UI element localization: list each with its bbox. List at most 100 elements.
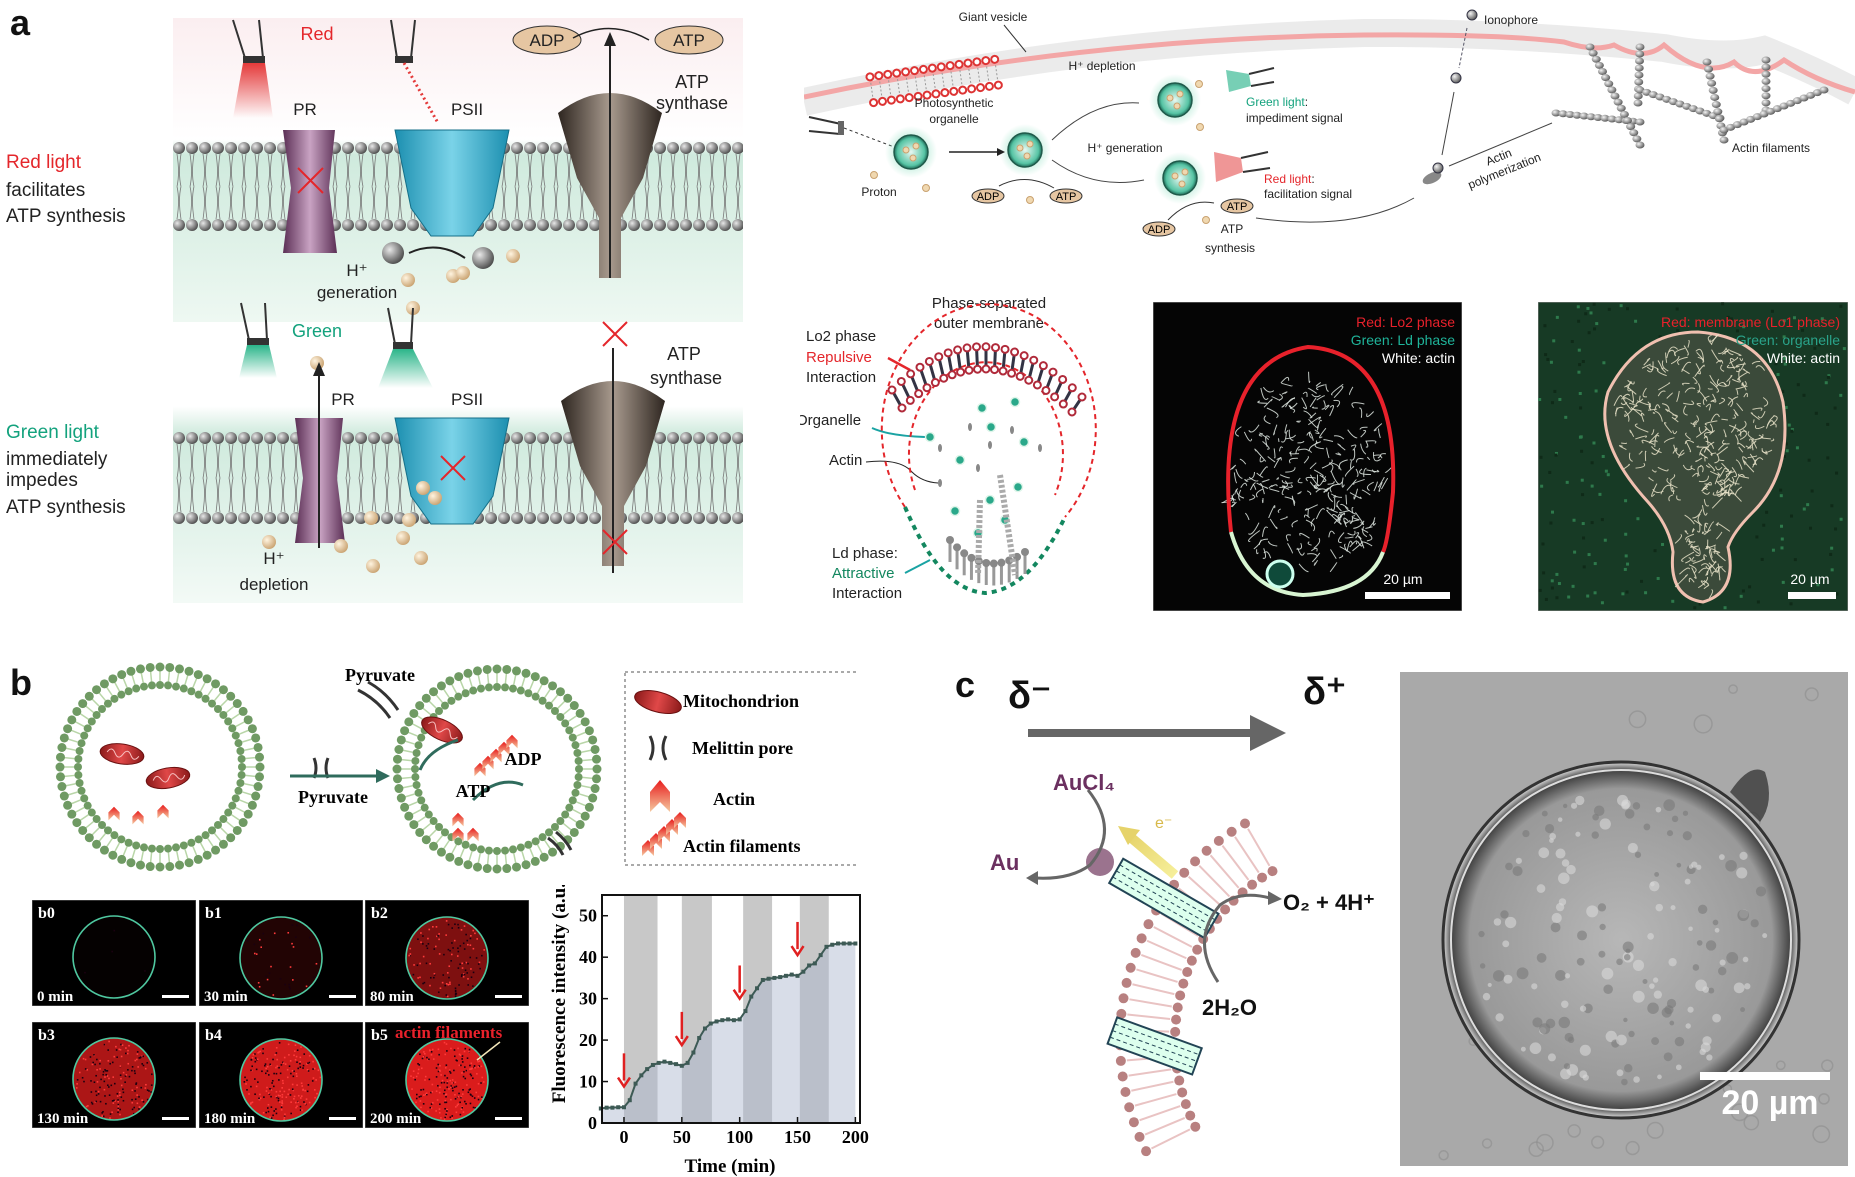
actin-strand — [1303, 456, 1310, 464]
lipid-head — [654, 432, 666, 444]
actin-strand — [1295, 445, 1300, 454]
lipid-head — [1128, 1117, 1139, 1128]
lipid-head — [80, 794, 89, 803]
actin-speck — [254, 1078, 256, 1080]
actin-speck — [135, 1082, 138, 1084]
actin-speck — [293, 1054, 295, 1057]
lipid-tail — [576, 731, 586, 737]
actin-speck — [111, 950, 113, 953]
texture-speck — [1562, 803, 1568, 809]
actin-strand — [1338, 554, 1344, 559]
actin-speck — [308, 936, 311, 939]
ion-icon-2 — [1432, 162, 1444, 174]
actin-bead — [1732, 121, 1742, 129]
actin-strand — [1268, 505, 1276, 519]
lipid-head — [1058, 374, 1068, 384]
actin-strand — [1706, 521, 1714, 534]
lipid-tail — [550, 835, 559, 844]
lipid-head — [1058, 399, 1068, 409]
actin-speck — [105, 1102, 107, 1105]
actin-strand — [1728, 479, 1740, 485]
svg-text:ATP: ATP — [1056, 191, 1077, 203]
texture-speck — [1582, 1074, 1589, 1081]
actin-speck — [280, 1109, 283, 1111]
actin-strand — [1648, 432, 1659, 444]
actin-strand — [1731, 467, 1738, 478]
noise-speck — [1567, 595, 1571, 599]
actin-speck — [414, 1078, 416, 1081]
actin-strand — [1674, 574, 1688, 588]
actin-speck — [446, 995, 449, 998]
actin-speck — [454, 987, 457, 990]
actin-strand — [1325, 383, 1329, 392]
vesicle-fill — [406, 1039, 488, 1121]
atp-synthesis-label-2: synthesis — [1205, 241, 1255, 255]
lipid-head — [492, 683, 501, 691]
actin-strand — [1363, 541, 1373, 547]
actin-speck — [458, 1092, 460, 1095]
actin-speck — [138, 1096, 140, 1098]
lipid-head — [984, 81, 994, 91]
actin-strand — [1350, 444, 1357, 451]
actin-strand — [1700, 580, 1706, 586]
lipid-head — [897, 403, 907, 413]
proton — [364, 511, 378, 525]
actin-speck — [300, 1095, 303, 1097]
noise-speck — [1830, 504, 1834, 508]
actin-speck — [273, 932, 276, 935]
lipid-head — [967, 84, 977, 94]
lipid-head — [67, 715, 77, 725]
actin-strand — [1222, 497, 1235, 504]
leader-line — [887, 356, 911, 372]
actin-strand — [1347, 530, 1356, 536]
actin-speck — [454, 990, 457, 993]
noise-speck — [1623, 567, 1627, 571]
noise-speck — [1625, 590, 1629, 594]
actin-strand — [1711, 334, 1718, 346]
actin-bead — [1704, 65, 1714, 73]
lipid-head — [202, 850, 212, 860]
lipid-tail — [568, 715, 578, 722]
actin-speck — [267, 1110, 270, 1113]
actin-strand — [1249, 494, 1256, 501]
actin-speck — [90, 1101, 93, 1104]
actin-strand — [1665, 408, 1677, 417]
h-depletion-label: H⁺ depletion — [1068, 59, 1135, 73]
actin-speck — [467, 962, 469, 965]
lipid-head — [247, 724, 257, 734]
lipid-head — [238, 432, 250, 444]
noise-speck — [1577, 370, 1581, 374]
actin-speck — [472, 1106, 475, 1109]
actin-speck — [317, 1069, 320, 1072]
actin-strand — [1235, 426, 1242, 437]
actin-speck — [270, 1117, 273, 1119]
actin-speck — [437, 1063, 440, 1066]
actin-speck — [246, 1079, 248, 1082]
noise-speck — [1619, 304, 1623, 308]
actin-speck — [472, 929, 475, 932]
actin-speck — [304, 1089, 306, 1092]
lipid-head — [1120, 1086, 1131, 1097]
actin-speck — [291, 1083, 294, 1086]
actin-speck — [93, 1081, 96, 1084]
actin-speck — [451, 1115, 454, 1117]
lipid-head — [940, 88, 950, 98]
actin-speck — [96, 1068, 98, 1071]
lipid-tail — [513, 674, 517, 685]
lipid-head — [584, 802, 594, 812]
lipid-head — [211, 845, 221, 855]
attractive-label: Attractive — [832, 565, 895, 582]
lipid-head — [574, 756, 583, 765]
actin-speck — [435, 1076, 438, 1078]
organelle — [954, 454, 966, 466]
texture-speck — [1627, 842, 1638, 853]
actin-strand — [1307, 508, 1309, 517]
actin-speck — [93, 1054, 95, 1056]
actin-strand — [1256, 482, 1269, 489]
noise-speck — [1835, 471, 1839, 475]
actin-strand — [1732, 378, 1741, 383]
actin-speck — [444, 1094, 447, 1096]
mitochondrion-icon — [99, 743, 145, 765]
lipid-tail — [401, 776, 412, 780]
texture-speck — [1516, 967, 1529, 980]
